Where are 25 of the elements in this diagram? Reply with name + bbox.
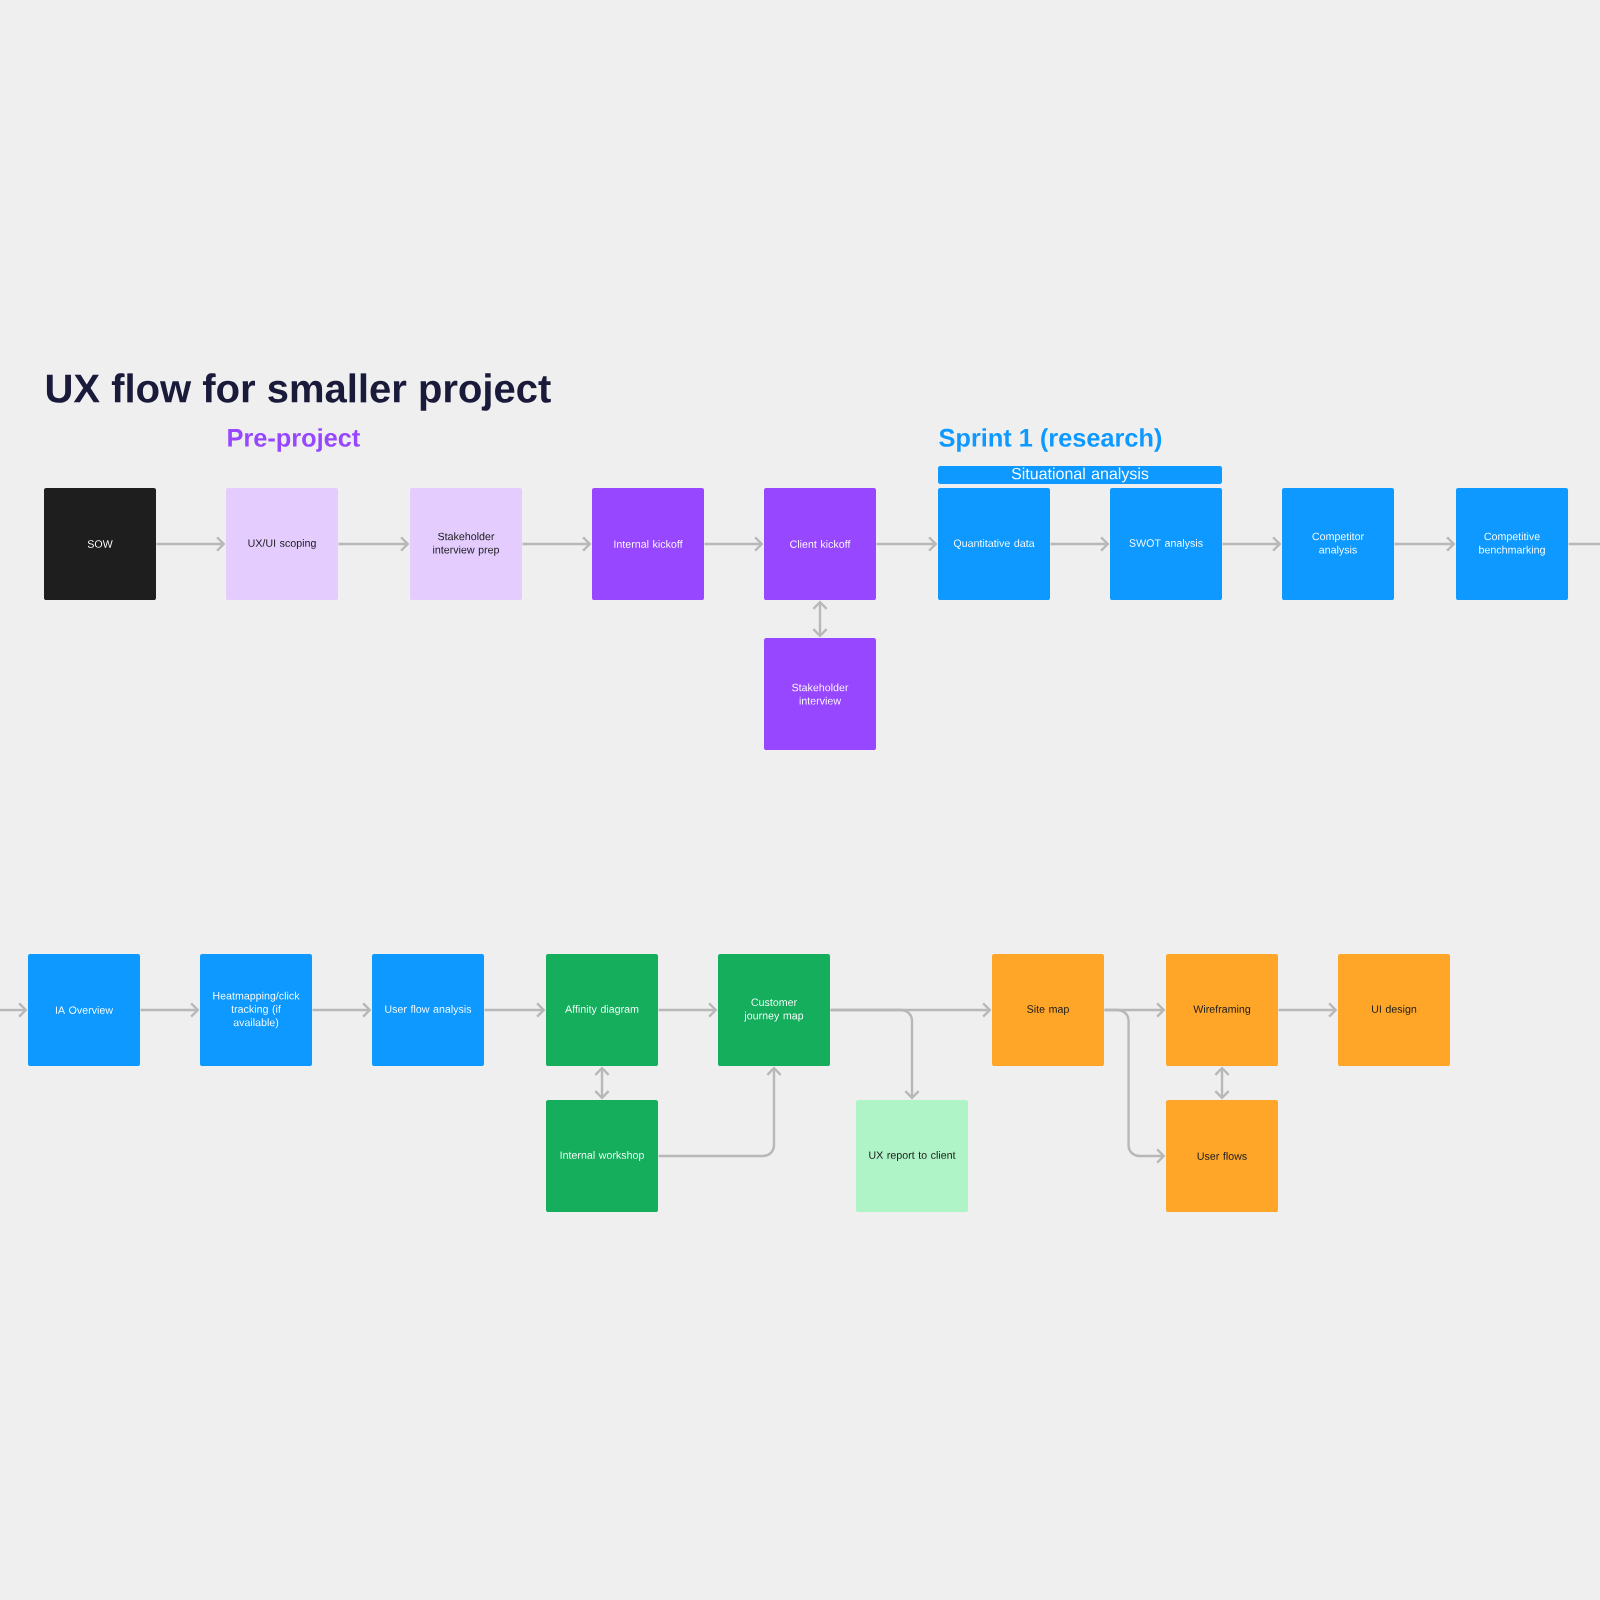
arrow	[338, 536, 410, 552]
double-arrow	[594, 1066, 610, 1100]
double-arrow	[812, 600, 828, 638]
arrow	[876, 536, 938, 552]
section-heading: Pre-project	[228, 428, 360, 452]
arrow	[830, 1008, 920, 1100]
arrow	[1050, 536, 1110, 552]
section-band: Situational analysis	[938, 466, 1222, 484]
double-arrow	[1214, 1066, 1230, 1100]
arrow	[1278, 1002, 1338, 1018]
arrow	[1222, 536, 1282, 552]
section-heading: Sprint 1 (research)	[939, 428, 1162, 452]
title: UX flow for smaller project	[46, 373, 551, 411]
arrow	[1394, 536, 1456, 552]
arrow	[704, 536, 764, 552]
arrow	[522, 536, 592, 552]
arrow	[484, 1002, 546, 1018]
arrow	[1104, 1008, 1166, 1164]
arrow	[156, 536, 226, 552]
arrow	[658, 1066, 782, 1158]
connector-line	[1568, 542, 1600, 546]
arrow	[312, 1002, 372, 1018]
arrow	[0, 1002, 28, 1018]
arrow	[658, 1002, 718, 1018]
arrow	[140, 1002, 200, 1018]
